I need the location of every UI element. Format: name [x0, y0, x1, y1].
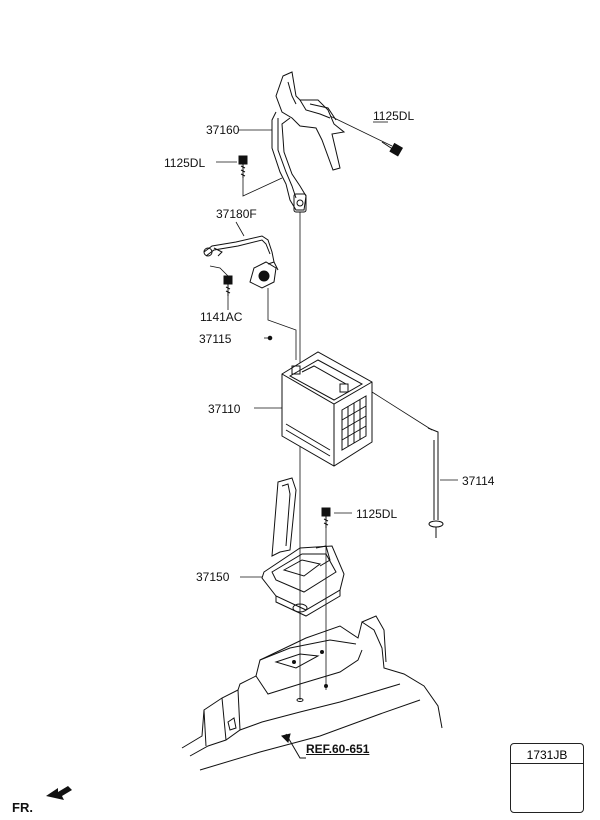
front-marker: FR. [12, 800, 33, 815]
legend-part-code: 1731JB [526, 748, 568, 762]
callout-37180f: 37180F [216, 207, 257, 221]
callout-1125dl-upper-right: 1125DL [373, 109, 415, 123]
callout-1141ac: 1141AC [200, 310, 243, 324]
callout-37115: 37115 [199, 332, 232, 346]
callout-37114: 37114 [462, 474, 495, 488]
callout-37160: 37160 [206, 123, 240, 137]
battery-37110 [254, 352, 372, 466]
bolt-1125dl-upper-left [216, 130, 282, 196]
bracket-37160 [272, 72, 344, 212]
reference-link[interactable]: REF.60-651 [306, 742, 370, 756]
callout-1125dl-tray: 1125DL [356, 507, 398, 521]
body-floor-panel [182, 616, 442, 770]
terminal-nut-37115 [264, 288, 296, 360]
callout-37110: 37110 [208, 402, 241, 416]
callout-1125dl-upper-left: 1125DL [164, 156, 206, 170]
hold-rod-37114 [372, 392, 458, 538]
tray-37150 [240, 478, 344, 616]
ref-arrow [282, 734, 306, 758]
front-arrow-icon [46, 786, 72, 800]
callout-37150: 37150 [196, 570, 230, 584]
screw-1141ac [210, 266, 232, 310]
bolt-1125dl-upper-right [330, 116, 402, 156]
legend-box: 1731JB [510, 743, 584, 813]
bolt-1125dl-tray [322, 508, 352, 528]
legend-header: 1731JB [511, 744, 583, 764]
cable-37180f [204, 222, 278, 288]
